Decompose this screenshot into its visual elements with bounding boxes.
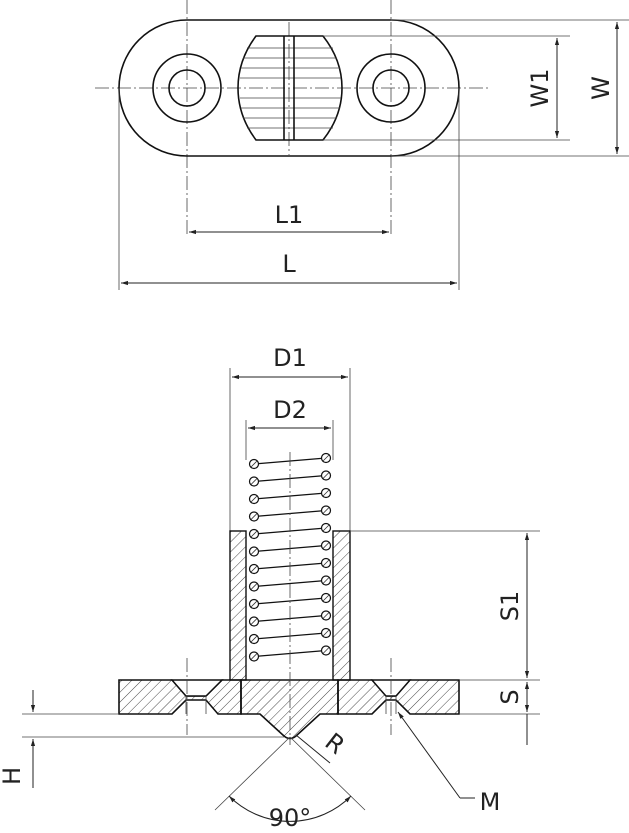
spring-wire-hatch (322, 559, 330, 567)
top-view: W1 W L1 L (95, 0, 629, 290)
label-r: R (320, 728, 350, 760)
dimension-l: L (118, 88, 460, 290)
plunger-head-top (237, 35, 343, 141)
spring-wire-hatch (250, 583, 258, 590)
dimension-h: H (0, 690, 284, 788)
label-m: M (480, 788, 501, 816)
label-angle: 90° (269, 804, 312, 832)
spring-wire-hatch (322, 629, 330, 637)
label-d2: D2 (273, 396, 307, 424)
housing-section (229, 530, 351, 681)
spring-wire-hatch (322, 647, 330, 654)
spring-wire-hatch (250, 495, 258, 503)
spring-wire-hatch (322, 524, 330, 532)
spring-wire-hatch (250, 530, 258, 538)
spring-wire-hatch (322, 542, 330, 549)
side-view: D1 D2 (0, 344, 540, 832)
dimension-l1: L1 (189, 201, 389, 235)
spring-wire-hatch (322, 577, 330, 584)
spring-wire-hatch (322, 472, 330, 479)
dimension-w: W (391, 19, 629, 157)
label-s1: S1 (496, 591, 524, 622)
flange-section (118, 679, 460, 715)
plunger-tip (240, 679, 339, 740)
spring-wire-hatch (250, 460, 258, 468)
angle-90-dimension: 90° (214, 736, 366, 832)
right-hole (356, 53, 426, 123)
label-l1: L1 (275, 201, 304, 229)
spring (248, 452, 332, 662)
dimension-s: S (459, 682, 540, 745)
thread-m-callout: M (397, 711, 501, 816)
label-l: L (282, 250, 296, 278)
spring-wire-hatch (250, 513, 258, 520)
label-w: W (587, 76, 615, 100)
spring-wire-hatch (250, 600, 258, 608)
spring-wire-hatch (250, 565, 258, 573)
spring-wire-hatch (250, 548, 258, 555)
dimension-d1: D1 (229, 344, 351, 532)
spring-wire-hatch (250, 653, 258, 660)
spring-coil (253, 579, 327, 588)
dimension-w1: W1 (323, 35, 570, 141)
spring-wire-hatch (322, 489, 330, 497)
spring-wire-hatch (250, 618, 258, 625)
spring-wire-hatch (322, 454, 330, 462)
spring-wire-hatch (250, 635, 258, 643)
dimension-s1: S1 (350, 530, 540, 681)
spring-wire-hatch (322, 507, 330, 514)
radius-callout: R (295, 728, 350, 764)
spring-wire-hatch (250, 478, 258, 485)
dimension-d2: D2 (245, 396, 334, 460)
spring-wire-hatch (322, 612, 330, 619)
spring-wire-hatch (322, 594, 330, 602)
label-h: H (0, 767, 26, 785)
label-w1: W1 (526, 69, 554, 108)
left-hole (152, 53, 222, 123)
label-s: S (496, 689, 524, 704)
label-d1: D1 (273, 344, 307, 372)
